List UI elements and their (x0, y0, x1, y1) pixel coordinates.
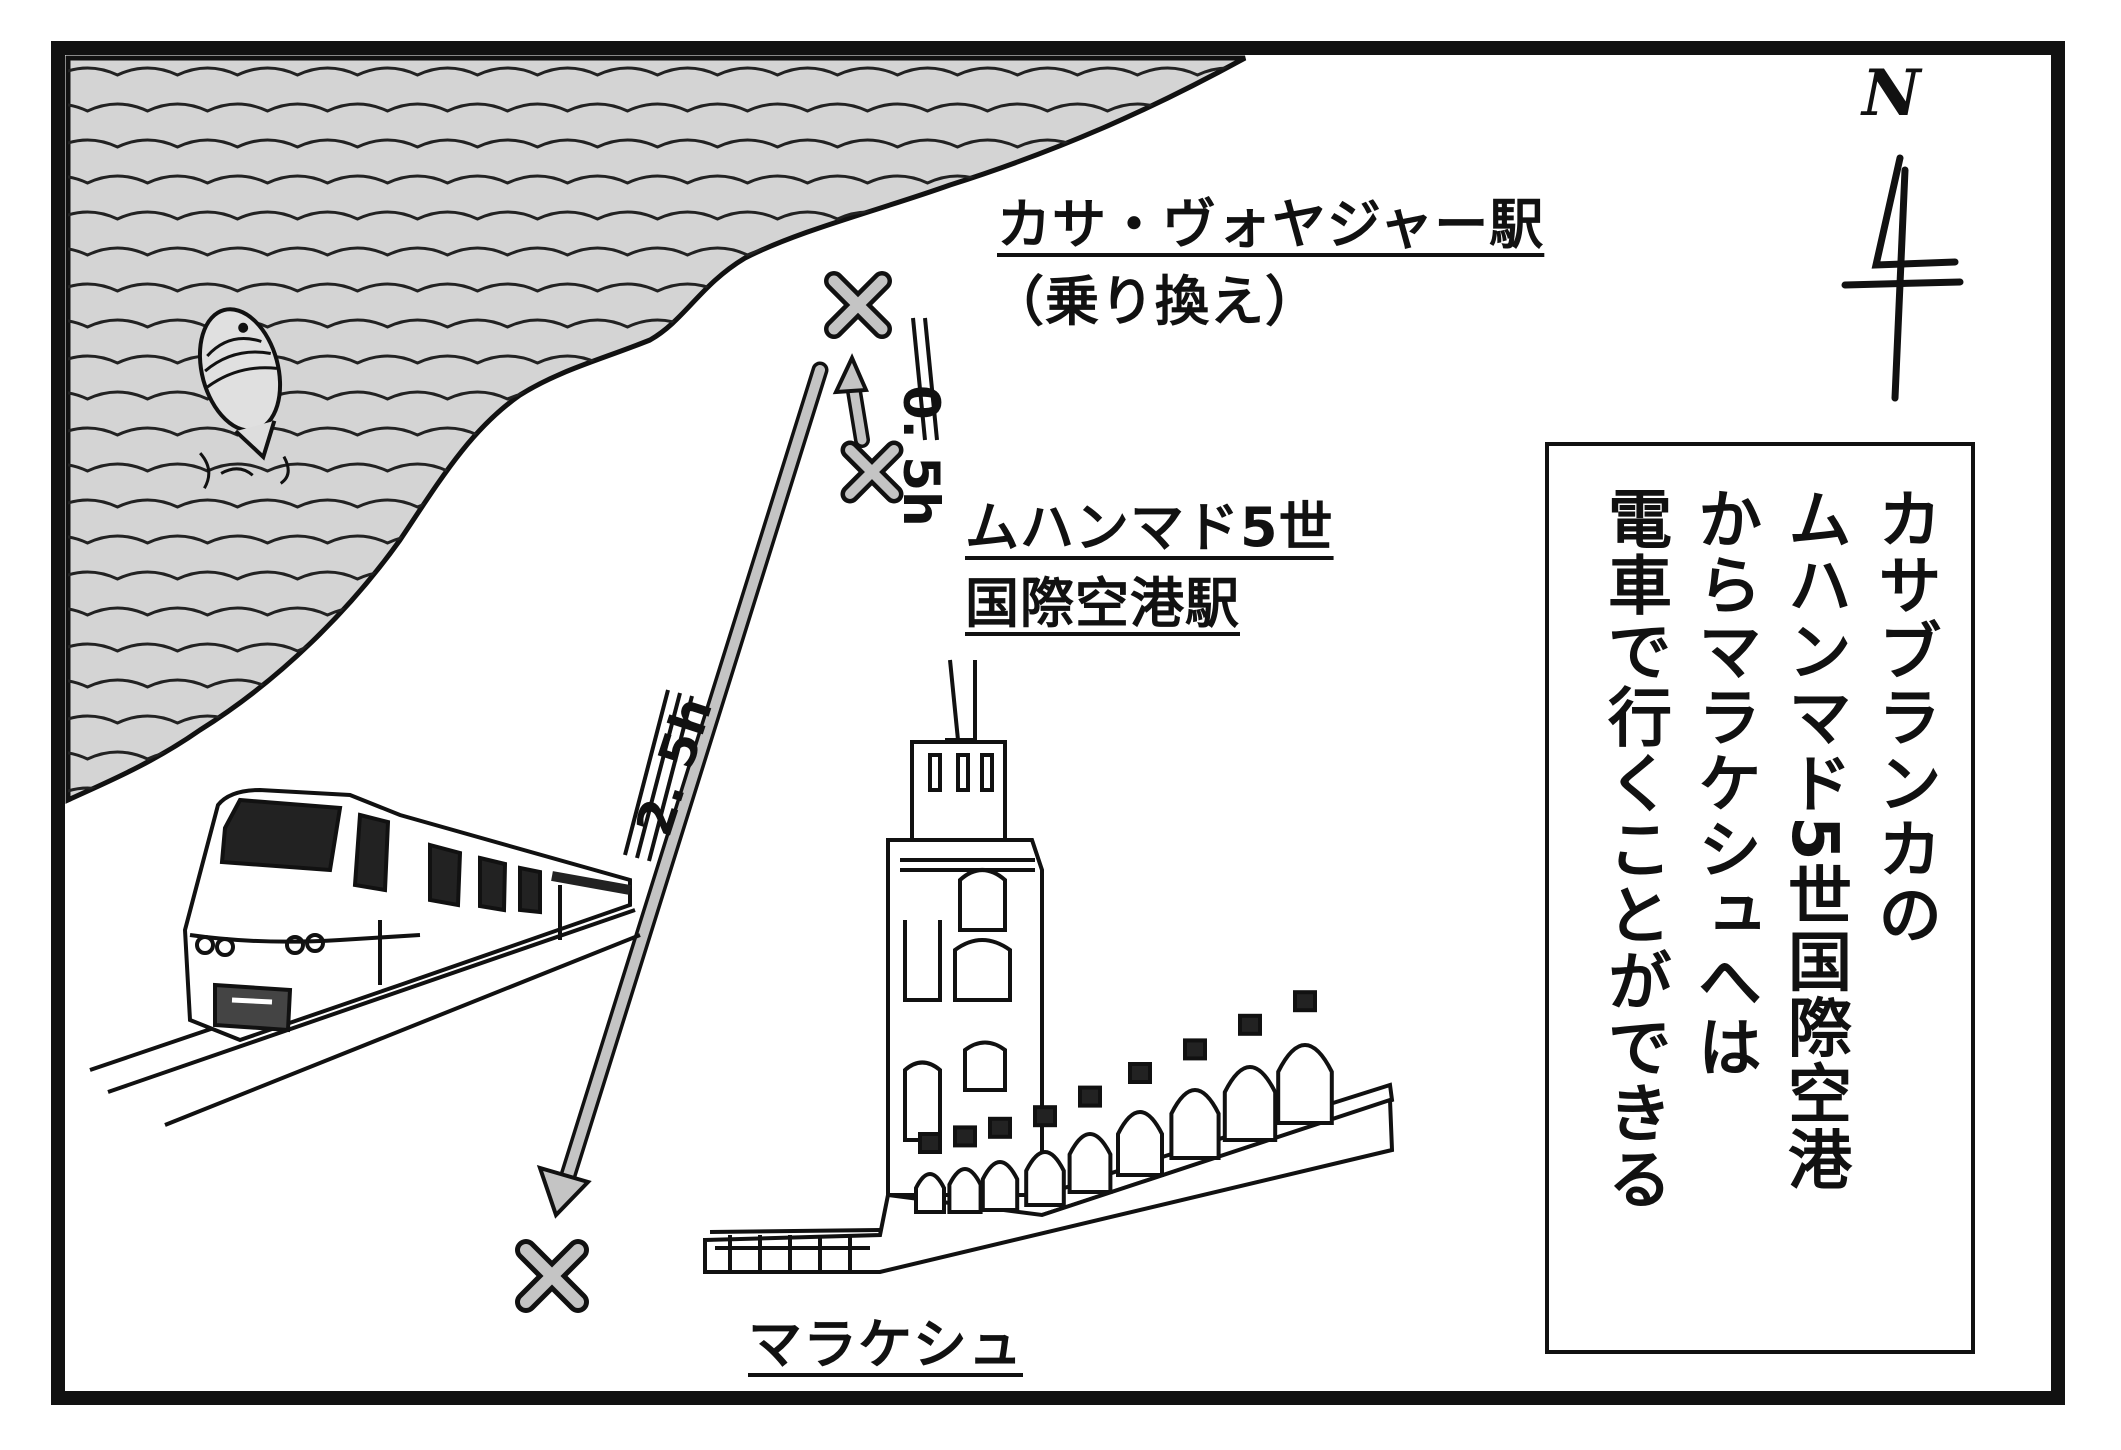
wall-window (1238, 1013, 1262, 1036)
wall-window (1078, 1085, 1102, 1108)
wall-arch (1169, 1088, 1221, 1160)
label-airport-line1: ムハンマド5世 (965, 496, 1334, 559)
wall-window (1183, 1038, 1207, 1061)
wall-arch (1116, 1110, 1164, 1177)
caption-line-1: カサブランカの (1867, 486, 1941, 948)
wall-arch (1222, 1065, 1278, 1142)
wall-window (1033, 1105, 1057, 1128)
wave-line (68, 66, 1245, 77)
wall-arch (1276, 1043, 1334, 1125)
caption-text: カサブランカの ムハンマド5世国際空港 からマラケシュへは 電車で行くことができ… (1589, 486, 1949, 1326)
wall-arch (1024, 1150, 1066, 1207)
north-arrow-icon (1841, 154, 1964, 402)
marker-transfer-station (824, 271, 892, 339)
label-marrakesh: マラケシュ (748, 1313, 1023, 1376)
label-transfer-note: （乗り換え） (990, 270, 1320, 333)
route-transfer-to-marrakesh (536, 361, 829, 1219)
wave-line (68, 102, 1245, 113)
sea-area (65, 55, 1247, 804)
mosque-wall-arches (914, 990, 1334, 1214)
wall-arch (980, 1160, 1020, 1212)
panel-border (51, 41, 2065, 1405)
label-airport-station: ムハンマド5世 国際空港駅 (965, 490, 1334, 642)
wall-arch (1067, 1132, 1113, 1194)
caption-line-3: からマラケシュへは (1687, 486, 1761, 1080)
caption-box: カサブランカの ムハンマド5世国際空港 からマラケシュへは 電車で行くことができ… (1545, 442, 1975, 1354)
caption-line-4: 電車で行くことができる (1597, 486, 1671, 1212)
caption-line-2: ムハンマド5世国際空港 (1777, 486, 1851, 1193)
north-letter: N (1862, 56, 1921, 131)
route-airport-to-transfer (832, 317, 939, 448)
label-airport-line2: 国際空港駅 (965, 572, 1240, 635)
wall-window (1293, 990, 1317, 1013)
wall-window (988, 1116, 1012, 1139)
marker-marrakesh (515, 1239, 589, 1313)
wall-arch (914, 1172, 946, 1214)
marker-airport-station (840, 440, 904, 504)
wall-arch (947, 1167, 983, 1214)
train-icon (89, 787, 641, 1127)
fish-icon (197, 307, 290, 489)
wall-window (953, 1125, 977, 1148)
label-transfer-station: カサ・ヴォヤジャー駅 (997, 193, 1545, 256)
duration-short-route: 0. 5h (892, 385, 950, 527)
koutoubia-mosque-illustration (703, 659, 1395, 1274)
wall-window (1128, 1062, 1152, 1084)
wall-window (918, 1132, 942, 1154)
